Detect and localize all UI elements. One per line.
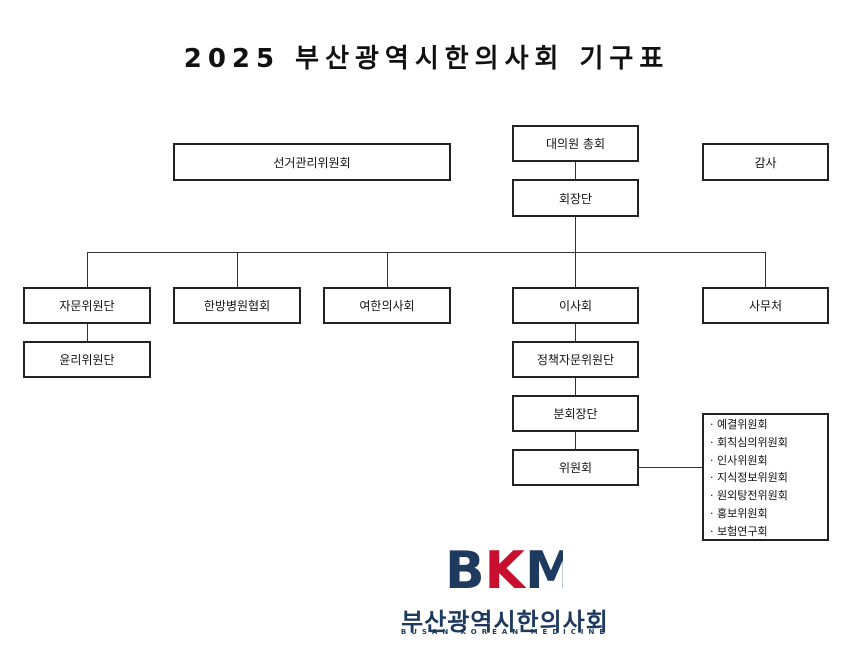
connector-hospital-association	[237, 252, 238, 287]
connector-secretariat	[765, 252, 766, 287]
page-title: 2025 부산광역시한의사회 기구표	[183, 44, 670, 74]
policy-advisory-box: 정책자문위원단	[512, 341, 639, 378]
election-committee-box: 선거관리위원회	[173, 143, 451, 181]
general-assembly-box: 대의원 총회	[512, 125, 639, 162]
connector-committees-list	[639, 467, 702, 468]
secretariat-box: 사무처	[702, 287, 829, 324]
connector-division-committees	[575, 431, 576, 450]
connector-board-policy	[575, 323, 576, 342]
list-item: · 회칙심의위원회	[710, 435, 788, 449]
connector-women-doctors	[387, 252, 388, 287]
logo-korean-text: 부산광역시한의사회	[401, 608, 609, 636]
connector-policy-division	[575, 377, 576, 396]
board-box: 이사회	[512, 287, 639, 324]
committee-list: · 예결위원회 · 회칙심의위원회 · 인사위원회 · 지식정보위원회 · 원외…	[702, 413, 829, 541]
connector-horizontal-bus	[87, 252, 766, 253]
executive-box: 회장단	[512, 179, 639, 217]
association-logo: BKM 부산광역시한의사회 BUSAN KOREAN MEDICINE	[380, 538, 630, 638]
connector-advisory-ethics	[87, 323, 88, 342]
connector-executive-trunk	[575, 216, 576, 287]
hospital-association-box: 한방병원협회	[173, 287, 301, 324]
list-item: · 보험연구회	[710, 524, 768, 538]
logo-english-text: BUSAN KOREAN MEDICINE	[400, 628, 610, 636]
list-item: · 원외탕전위원회	[710, 489, 788, 503]
list-item: · 지식정보위원회	[710, 471, 788, 485]
division-heads-box: 분회장단	[512, 395, 639, 432]
connector-assembly-executive	[575, 161, 576, 180]
advisory-box: 자문위원단	[23, 287, 151, 324]
list-item: · 예결위원회	[710, 418, 768, 431]
list-item: · 홍보위원회	[710, 506, 768, 520]
bkm-logo-mark: BKM	[445, 541, 563, 596]
list-item: · 인사위원회	[710, 453, 768, 467]
audit-box: 감사	[702, 143, 829, 181]
ethics-box: 윤리위원단	[23, 341, 151, 378]
committees-box: 위원회	[512, 449, 639, 486]
connector-advisory	[87, 252, 88, 287]
logo-mark-text: BKM	[445, 541, 563, 596]
women-doctors-box: 여한의사회	[323, 287, 451, 324]
